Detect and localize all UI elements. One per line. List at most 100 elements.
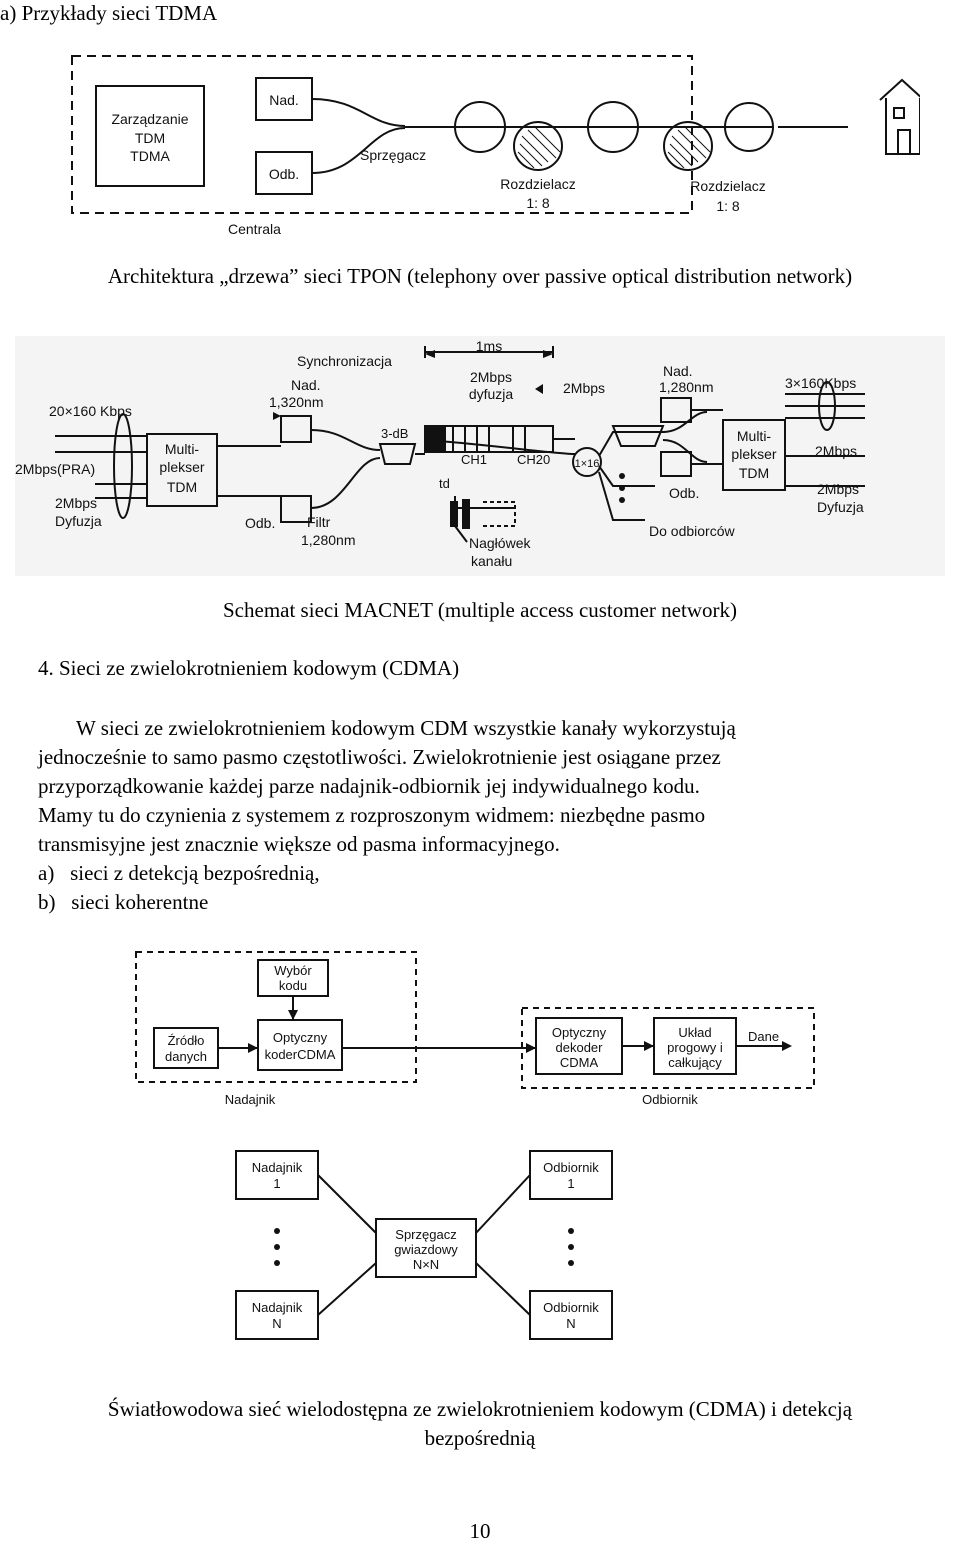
decoder-1: Optyczny <box>552 1025 607 1040</box>
threshold-3: całkujący <box>668 1055 722 1070</box>
rx1-box <box>529 1150 613 1200</box>
ellipsis-dots <box>274 1228 574 1266</box>
td-label: td <box>439 476 450 491</box>
tx-fiber <box>311 98 406 127</box>
rx-left-label: Odb. <box>245 515 275 531</box>
ch1-label: CH1 <box>461 452 487 467</box>
para2-line1: Mamy tu do czynienia z systemem z rozpro… <box>38 803 706 827</box>
bundle-ellipse-right <box>818 381 836 431</box>
rx-label: Odb. <box>269 166 299 182</box>
item-a: a) sieci z detekcją bezpośrednią, <box>38 861 320 885</box>
tx-left-label-1: Nad. <box>291 377 321 393</box>
star-label-2: gwiazdowy <box>394 1242 458 1257</box>
section-heading: a) Przykłady sieci TDMA <box>0 1 218 25</box>
header-label-2: kanału <box>471 553 512 569</box>
x16-label: 1×16 <box>575 458 600 470</box>
txn-label-2: N <box>272 1316 281 1331</box>
tx-right-label-2: 1,280nm <box>659 379 713 395</box>
central-label: Centrala <box>228 221 281 237</box>
splitter-hatching <box>517 125 711 169</box>
splitter-a-ratio: 1: 8 <box>526 195 550 211</box>
sync-label: Synchronizacja <box>297 353 392 369</box>
ch20-label: CH20 <box>517 452 550 467</box>
star-label-1: Sprzęgacz <box>395 1227 456 1242</box>
para1-line1: W sieci ze zwielokrotnieniem kodowym CDM… <box>76 716 736 740</box>
mgmt-label-2: TDM <box>135 130 165 146</box>
code-select-2: kodu <box>279 978 307 993</box>
house-window <box>893 107 905 119</box>
splitter-a-label: Rozdzielacz <box>500 176 575 192</box>
bundle-ellipse-left <box>113 413 133 519</box>
tdm-management-box <box>95 85 205 187</box>
macnet-caption: Schemat sieci MACNET (multiple access cu… <box>223 598 737 622</box>
data-source-1: Źródło <box>168 1033 205 1048</box>
star-coupler-box <box>375 1218 477 1278</box>
tx1-box <box>235 1150 319 1200</box>
transmitter-group-label: Nadajnik <box>225 1092 276 1107</box>
page-number: 10 <box>469 1519 491 1543</box>
receiver-group-label: Odbiornik <box>642 1092 698 1107</box>
mux-left-3: TDM <box>167 479 197 495</box>
ms-label: 1ms <box>476 338 502 354</box>
tx1-label-1: Nadajnik <box>252 1160 303 1175</box>
header-label-1: Nagłówek <box>469 535 531 551</box>
tx-left-label-2: 1,320nm <box>269 394 323 410</box>
tx-right-label-1: Nad. <box>663 363 693 379</box>
mux-right-2: plekser <box>731 446 776 462</box>
threshold-2: progowy i <box>667 1040 723 1055</box>
arrow-ms-right <box>543 350 553 358</box>
rx-right-label: Odb. <box>669 485 699 501</box>
mgmt-label-1: Zarządzanie <box>111 111 188 127</box>
header-pointer <box>454 525 468 543</box>
txn-box <box>235 1290 319 1340</box>
kbps-left: 20×160 Kbps <box>49 403 132 419</box>
to-receivers-label: Do odbiorców <box>649 523 735 539</box>
fiber-spool-3 <box>724 102 774 152</box>
code-select-1: Wybór <box>274 963 312 978</box>
star-label-3: N×N <box>413 1257 439 1272</box>
splitter-a-symbol <box>513 121 563 171</box>
para1-line2: jednocześnie to samo pasmo częstotliwośc… <box>38 745 721 769</box>
splitter-b-symbol <box>663 121 713 171</box>
mux-left-2: plekser <box>159 459 204 475</box>
rx1-label-2: 1 <box>567 1176 574 1191</box>
diff-left-1: 2Mbps <box>55 495 97 511</box>
rx1-label-1: Odbiornik <box>543 1160 599 1175</box>
splitter-1x16 <box>572 447 602 477</box>
diff-left-2: Dyfuzja <box>55 513 102 529</box>
macnet-diagram: Synchronizacja 1ms Nad. 1,320nm 2Mbps dy… <box>15 336 945 576</box>
tpon-diagram: Zarządzanie TDM TDMA Nad. Odb. Sprzęgacz… <box>71 55 920 237</box>
threshold-1: Układ <box>678 1025 711 1040</box>
house-door <box>897 129 911 155</box>
encoder-2: koderCDMA <box>265 1047 336 1062</box>
diff-right-2: Dyfuzja <box>817 499 864 515</box>
arrow-ms-left <box>425 350 435 358</box>
mgmt-label-3: TDMA <box>130 148 170 164</box>
mux-left-box <box>146 433 218 507</box>
decoder-3: CDMA <box>560 1055 599 1070</box>
rx-fiber <box>311 127 406 174</box>
para1-line3: przyporządkowanie każdej parze nadajnik-… <box>38 774 700 798</box>
star-caption-line1: Światłowodowa sieć wielodostępna ze zwie… <box>107 1397 853 1421</box>
mux-left-1: Multi- <box>165 441 200 457</box>
mbps-right-top: 2Mbps <box>563 380 605 396</box>
coupler-3db-right <box>611 425 665 447</box>
encoder-1: Optyczny <box>273 1030 328 1045</box>
optical-encoder-box <box>257 1019 343 1071</box>
kbps-right: 3×160Kbps <box>785 375 856 391</box>
mbps-right-a: 2Mbps <box>815 443 857 459</box>
para2-line2: transmisyjne jest znacznie większe od pa… <box>38 832 560 856</box>
rxn-box <box>529 1290 613 1340</box>
coupler-label: Sprzęgacz <box>360 147 426 163</box>
fiber-to-coupler-right <box>598 431 665 457</box>
mbps-dyf-2: dyfuzja <box>469 386 514 402</box>
filter-label-1: Filtr <box>307 514 331 530</box>
cdma-block-diagram: Wybór kodu Źródło danych Optyczny koderC… <box>135 951 815 1107</box>
data-source-2: danych <box>165 1049 207 1064</box>
transmitter-dashed-box <box>135 951 417 1083</box>
pra-label: 2Mbps(PRA) <box>15 461 95 477</box>
item-b: b) sieci koherentne <box>38 890 209 914</box>
mux-right-3: TDM <box>739 465 769 481</box>
star-caption-line2: bezpośrednią <box>424 1426 536 1450</box>
coupler-3db-left <box>378 443 417 465</box>
